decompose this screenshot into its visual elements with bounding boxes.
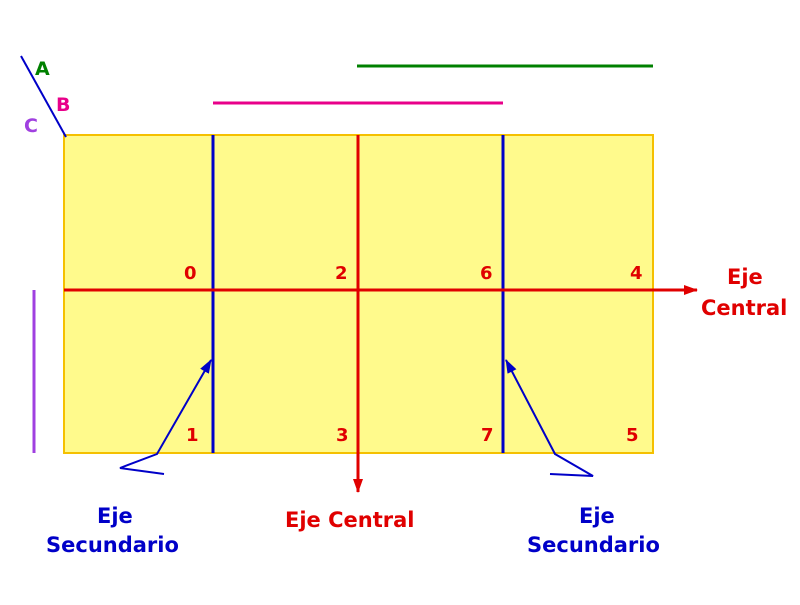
point-label-1: 1 (186, 425, 199, 446)
point-label-3: 3 (336, 425, 349, 446)
point-label-6: 6 (480, 263, 493, 284)
secondary-pointer-left (119, 359, 212, 475)
legend-label-b: B (56, 94, 70, 116)
secondary-pointer-right (505, 359, 594, 477)
secondary-axis-left-label-line2: Secundario (46, 533, 179, 557)
point-label-5: 5 (626, 425, 639, 446)
legend-diagonal-line (20, 55, 67, 138)
central-axis-right-label-line1: Eje (727, 265, 763, 289)
point-label-0: 0 (184, 263, 197, 284)
point-label-4: 4 (630, 263, 643, 284)
point-label-7: 7 (481, 425, 494, 446)
legend-label-a: A (35, 58, 50, 80)
point-label-2: 2 (335, 263, 348, 284)
secondary-axis-left-label-line1: Eje (97, 504, 133, 528)
central-axis-right-label-line2: Central (701, 296, 787, 320)
legend-label-c: C (24, 115, 38, 137)
central-axis-bottom-label: Eje Central (285, 508, 414, 532)
secondary-axis-right-label-line1: Eje (579, 504, 615, 528)
secondary-axis-right-label-line2: Secundario (527, 533, 660, 557)
